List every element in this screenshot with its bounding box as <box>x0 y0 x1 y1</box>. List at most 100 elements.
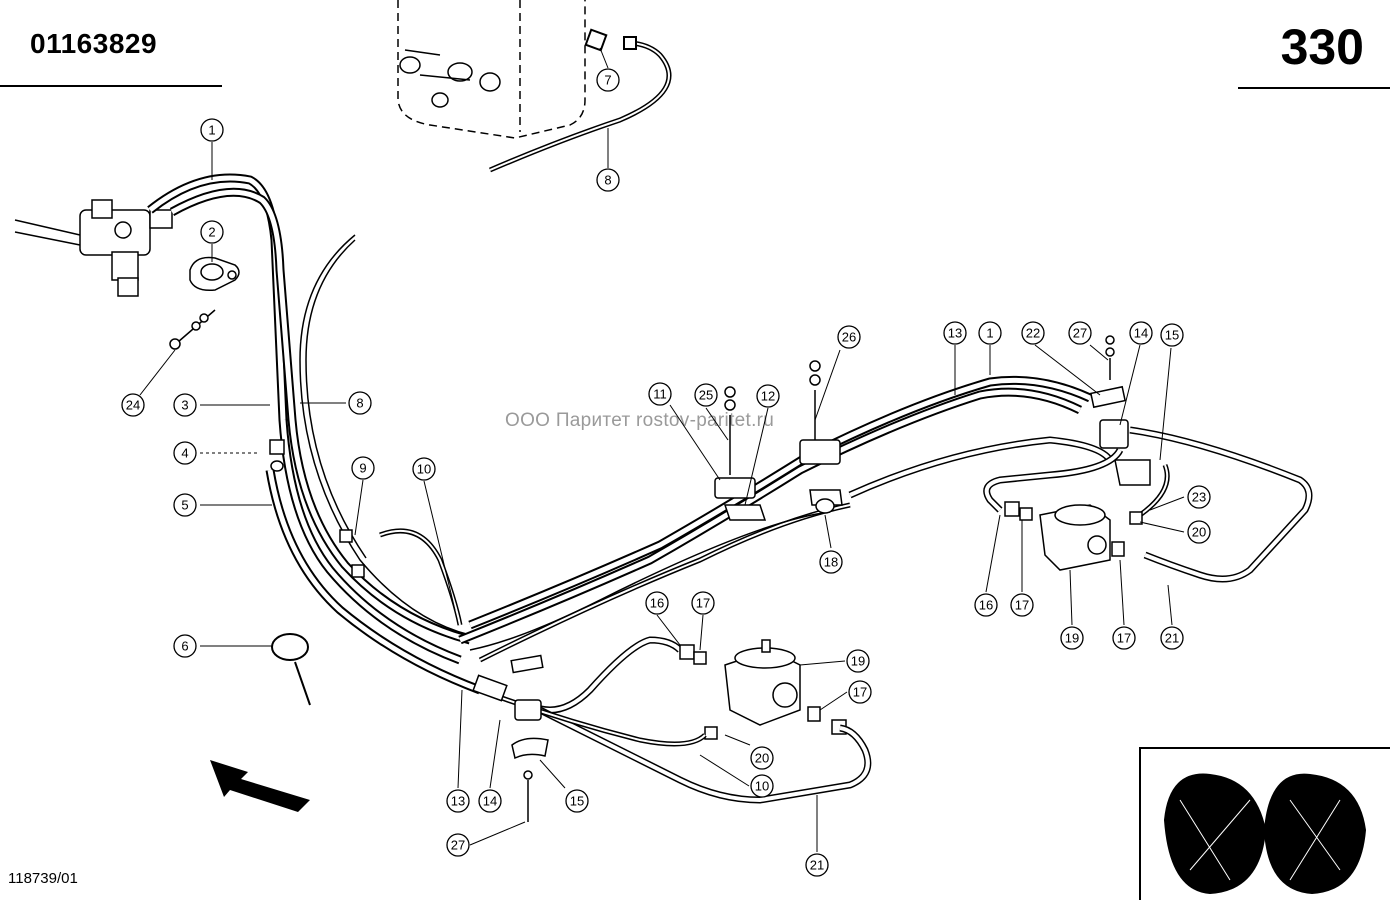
callout-label-27a: 27 <box>1073 326 1087 341</box>
callout-label-17c: 17 <box>696 596 710 611</box>
callout-15a <box>1160 323 1184 347</box>
clamp-2 <box>189 256 240 292</box>
callout-label-2: 2 <box>208 225 215 240</box>
callout-label-21a: 21 <box>1165 631 1179 646</box>
bolt-25 <box>724 386 736 475</box>
callout-1b <box>978 321 1002 345</box>
bracket-11 <box>714 477 767 521</box>
inset-view <box>1139 747 1390 900</box>
callout-6 <box>173 634 197 658</box>
callout-16a <box>974 593 998 617</box>
tank-outline <box>397 0 586 139</box>
pump-19-left <box>679 639 847 740</box>
bracket-14-right <box>1090 335 1151 486</box>
callout-17d <box>848 680 872 704</box>
callout-10b <box>750 774 774 798</box>
page-number: 330 <box>1280 19 1364 75</box>
pipe-21-left <box>538 706 872 804</box>
callout-2 <box>200 220 224 244</box>
callout-label-10b: 10 <box>755 779 769 794</box>
callout-20a <box>1187 520 1211 544</box>
callout-label-15a: 15 <box>1165 328 1179 343</box>
callout-label-6: 6 <box>181 639 188 654</box>
callout-17a <box>1010 593 1034 617</box>
callout-label-22: 22 <box>1026 326 1040 341</box>
callout-19b <box>846 649 870 673</box>
callout-14a <box>1129 321 1153 345</box>
callout-label-13a: 13 <box>948 326 962 341</box>
callout-label-17b: 17 <box>1117 631 1131 646</box>
callout-label-17a: 17 <box>1015 598 1029 613</box>
callout-label-9: 9 <box>359 461 366 476</box>
callout-label-1b: 1 <box>986 326 993 341</box>
leader-lines <box>139 47 1185 852</box>
valve-block <box>14 199 173 297</box>
callout-20b <box>750 746 774 770</box>
callout-22 <box>1021 321 1045 345</box>
callout-label-12: 12 <box>761 389 775 404</box>
callout-17c <box>691 591 715 615</box>
callout-label-8b: 8 <box>356 396 363 411</box>
callout-label-21b: 21 <box>810 858 824 873</box>
callout-circles <box>121 68 1211 877</box>
callout-25 <box>694 383 718 407</box>
callout-label-3: 3 <box>181 398 188 413</box>
callout-23 <box>1187 485 1211 509</box>
callout-19a <box>1060 626 1084 650</box>
callout-15b <box>565 789 589 813</box>
callout-label-7: 7 <box>604 73 611 88</box>
callout-12 <box>756 384 780 408</box>
callout-label-4: 4 <box>181 446 188 461</box>
hose-8-top <box>489 28 672 173</box>
callout-1a <box>200 118 224 142</box>
callout-17b <box>1112 626 1136 650</box>
callout-label-18: 18 <box>824 555 838 570</box>
bolt-24 <box>169 309 216 350</box>
callout-11 <box>648 382 672 406</box>
callout-label-19b: 19 <box>851 654 865 669</box>
callout-16b <box>645 591 669 615</box>
callout-label-17d: 17 <box>853 685 867 700</box>
hose-bundle-main <box>147 173 482 695</box>
callout-label-25: 25 <box>699 388 713 403</box>
callout-13a <box>943 321 967 345</box>
callout-26 <box>837 325 861 349</box>
hose-23 <box>1138 464 1170 518</box>
callout-9 <box>351 456 375 480</box>
callout-21a <box>1160 626 1184 650</box>
callout-21b <box>805 853 829 877</box>
pipe-21-right <box>1129 426 1313 583</box>
clip-18 <box>815 498 835 514</box>
callout-label-27b: 27 <box>451 838 465 853</box>
callout-18 <box>819 550 843 574</box>
hose-bundle-long <box>458 375 1113 663</box>
callout-label-16b: 16 <box>650 596 664 611</box>
pipe-16-left <box>528 636 683 714</box>
callout-label-14b: 14 <box>483 794 497 809</box>
hose-8-long <box>299 234 471 636</box>
drawing-id: 118739/01 <box>8 870 78 887</box>
callout-label-24: 24 <box>126 398 140 413</box>
callout-13b <box>446 789 470 813</box>
clip-6 <box>271 633 311 706</box>
callout-10a <box>412 457 436 481</box>
callout-label-11: 11 <box>653 387 667 402</box>
callout-label-20a: 20 <box>1192 525 1206 540</box>
pump-19-right <box>1004 501 1143 571</box>
part-number: 01163829 <box>30 28 158 59</box>
callout-4 <box>173 441 197 465</box>
callout-label-19a: 19 <box>1065 631 1079 646</box>
callout-8a <box>596 168 620 192</box>
callout-labels: 1 2 24 3 4 5 6 7 8 8 9 10 11 25 12 26 18… <box>126 73 1206 873</box>
callout-label-8a: 8 <box>604 173 611 188</box>
callout-7 <box>596 68 620 92</box>
callout-label-26: 26 <box>842 330 856 345</box>
callout-27a <box>1068 321 1092 345</box>
callout-8b <box>348 391 372 415</box>
fitting-5 <box>269 439 285 472</box>
callout-24 <box>121 393 145 417</box>
callout-27b <box>446 833 470 857</box>
callout-label-10a: 10 <box>417 462 431 477</box>
callout-label-13b: 13 <box>451 794 465 809</box>
